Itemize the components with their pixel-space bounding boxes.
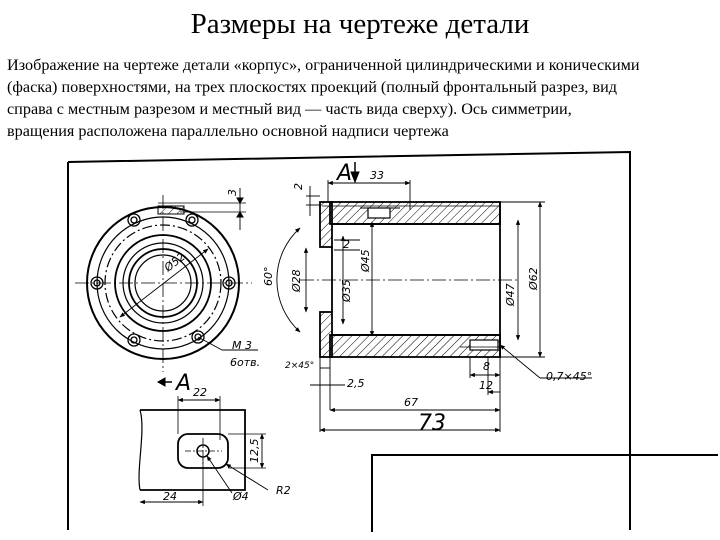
dim-2-5: 2,5	[347, 377, 365, 390]
dim-phi62: Ø62	[527, 267, 540, 291]
side-view	[75, 188, 258, 372]
dim-2-top: 2	[292, 183, 305, 190]
dim-60deg: 60°	[262, 267, 275, 287]
dim-22: 22	[193, 386, 207, 399]
dim-12: 12	[479, 379, 493, 392]
dim-3: 3	[226, 189, 239, 196]
local-view	[138, 396, 269, 506]
view-label-a-local: A	[174, 371, 191, 396]
slide-description: Изображение на чертеже детали «корпус», …	[7, 56, 640, 140]
view-arrow-a-local	[156, 377, 172, 387]
dim-33: 33	[370, 169, 384, 182]
dim-phi45: Ø45	[359, 249, 372, 273]
dim-73: 73	[418, 411, 446, 436]
dim-6otv: 6отв.	[230, 356, 260, 369]
dim-phi28: Ø28	[290, 269, 303, 293]
front-section-view	[300, 201, 520, 358]
dim-phi52: Ø52	[161, 250, 188, 275]
dim-r2: R2	[276, 484, 291, 497]
slide-title: Размеры на чертеже детали	[190, 8, 530, 40]
dim-2x45: 2×45°	[285, 361, 314, 371]
dim-8: 8	[483, 360, 490, 373]
dim-phi47: Ø47	[504, 283, 517, 307]
dim-m3: M 3	[232, 339, 252, 352]
view-arrow-a-top	[350, 162, 360, 184]
dim-2-mid: 2	[343, 238, 350, 251]
dim-24: 24	[163, 490, 177, 503]
dim-07x45: 0,7×45°	[546, 370, 592, 383]
drawing-frame	[67, 150, 718, 532]
bolt-hole-icon	[90, 213, 236, 347]
dim-12-5: 12,5	[248, 439, 261, 464]
dim-phi4: Ø4	[232, 490, 249, 503]
dim-phi35: Ø35	[340, 279, 353, 303]
view-label-a-top: A	[335, 161, 352, 186]
dim-67: 67	[404, 396, 418, 409]
front-dimension-lines	[276, 180, 592, 433]
